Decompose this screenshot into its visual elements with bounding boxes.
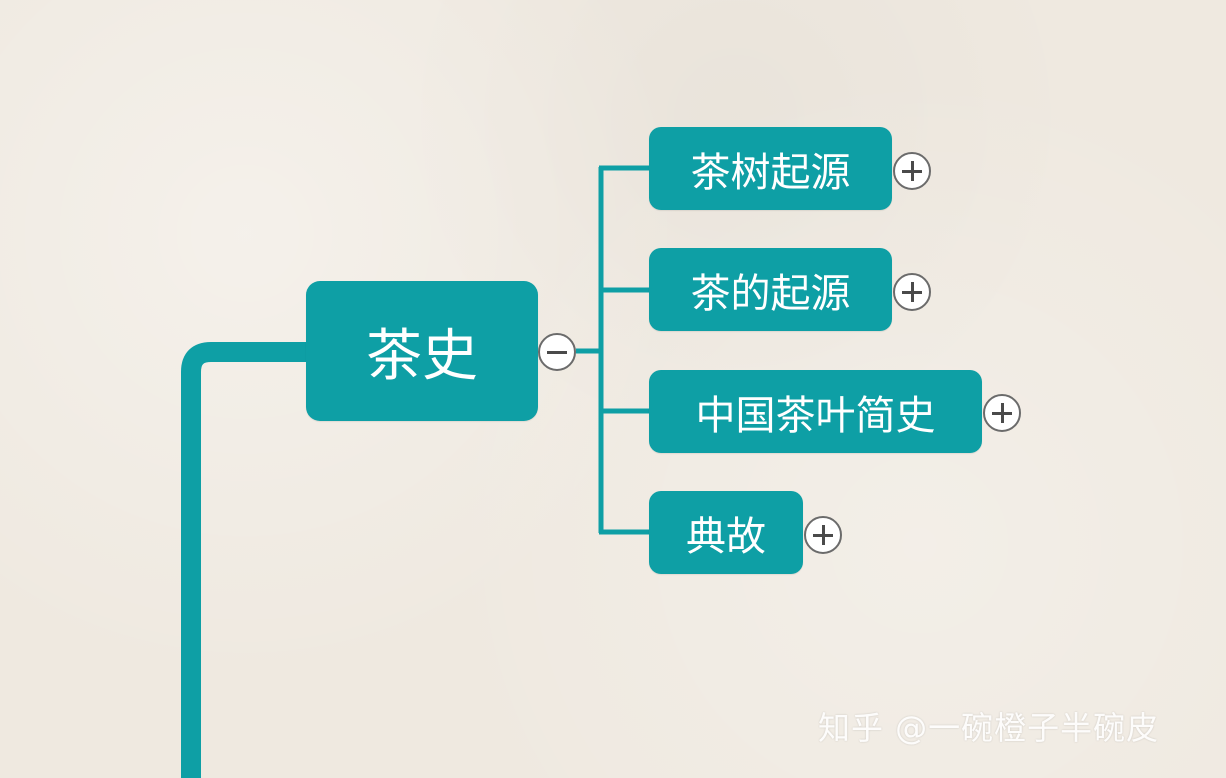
expand-plus-icon[interactable]: [893, 152, 931, 190]
subtopic-label: 茶的起源: [690, 270, 851, 317]
trunk-connector: [181, 342, 306, 778]
main-topic-label: 茶史: [366, 323, 478, 389]
main-topic-node[interactable]: 茶史: [306, 281, 538, 421]
expand-plus-icon[interactable]: [893, 273, 931, 311]
subtopic-node-tea-tree-origin[interactable]: 茶树起源: [649, 127, 892, 210]
watermark-text: 知乎 @一碗橙子半碗皮: [818, 709, 1160, 747]
subtopic-node-allusions[interactable]: 典故: [649, 491, 803, 574]
subtopic-label: 茶树起源: [690, 149, 851, 196]
subtopic-node-china-tea-history[interactable]: 中国茶叶简史: [649, 370, 982, 453]
collapse-minus-icon[interactable]: [538, 333, 576, 371]
subtopic-node-tea-origin[interactable]: 茶的起源: [649, 248, 892, 331]
subtopic-label: 中国茶叶简史: [695, 392, 936, 439]
subtopic-label: 典故: [686, 513, 766, 560]
expand-plus-icon[interactable]: [983, 394, 1021, 432]
expand-plus-icon[interactable]: [804, 516, 842, 554]
